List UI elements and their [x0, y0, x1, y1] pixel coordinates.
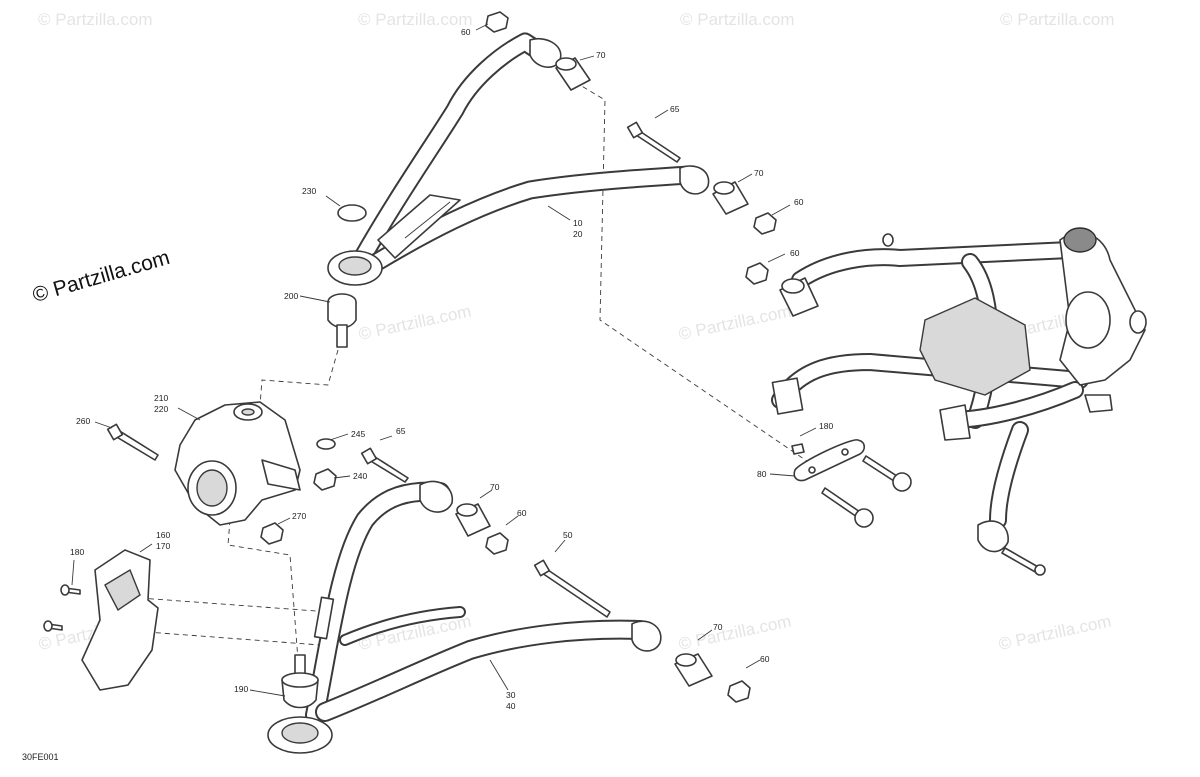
assembly-guide-lines: [119, 81, 821, 661]
callout-220: 220: [154, 404, 168, 414]
callout-180: 180: [819, 421, 833, 431]
callout-70: 70: [490, 482, 500, 492]
upper-arm-hardware: [327, 11, 777, 348]
watermark: © Partzilla.com: [358, 10, 473, 29]
link-plate: [791, 439, 912, 528]
nut-icon: [313, 468, 337, 491]
rivet-icon: [791, 443, 805, 455]
nut-icon: [485, 11, 509, 33]
watermark: © Partzilla.com: [997, 612, 1113, 654]
watermark: © Partzilla.com: [38, 10, 153, 29]
callout-270: 270: [292, 511, 306, 521]
callout-60: 60: [790, 248, 800, 258]
callout-240: 240: [353, 471, 367, 481]
callout-65: 65: [396, 426, 406, 436]
lower-a-arm: [267, 480, 662, 754]
callout-160: 160: [156, 530, 170, 540]
callout-60: 60: [517, 508, 527, 518]
callout-60: 60: [794, 197, 804, 207]
watermark: © Partzilla.com: [680, 10, 795, 29]
callout-200: 200: [284, 291, 298, 301]
watermark: © Partzilla.com: [1000, 10, 1115, 29]
watermark: © Partzilla.com: [677, 612, 793, 654]
nut-icon: [485, 532, 509, 555]
watermark: © Partzilla.com: [357, 302, 473, 344]
callout-70: 70: [713, 622, 723, 632]
callout-180: 180: [70, 547, 84, 557]
knuckle-hardware: [106, 423, 409, 545]
callout-170: 170: [156, 541, 170, 551]
leader-lines: [71, 23, 817, 697]
nut-icon: [753, 212, 777, 235]
bolt-icon: [821, 487, 861, 518]
callout-70: 70: [596, 50, 606, 60]
bolt-icon: [541, 567, 611, 618]
callout-labels: 60 70 65 70 60 230 10 20 200 60 210 220 …: [70, 27, 833, 711]
washer-icon: [316, 438, 336, 450]
steering-knuckle: [174, 401, 301, 526]
callout-20: 20: [573, 229, 583, 239]
diagram-code: 30FE001: [22, 752, 59, 762]
callout-10: 10: [573, 218, 583, 228]
nut-icon: [260, 522, 284, 545]
upper-a-arm: [327, 32, 710, 286]
skid-plate: [43, 549, 159, 691]
callout-65: 65: [670, 104, 680, 114]
callout-80: 80: [757, 469, 767, 479]
callout-40: 40: [506, 701, 516, 711]
callout-60: 60: [760, 654, 770, 664]
callout-245: 245: [351, 429, 365, 439]
nut-icon: [727, 680, 751, 703]
ball-joint-icon: [281, 654, 319, 709]
lower-arm-hardware: [281, 503, 751, 709]
callout-60: 60: [461, 27, 471, 37]
nut-icon: [745, 262, 769, 285]
snap-ring-icon: [337, 204, 367, 222]
callout-260: 260: [76, 416, 90, 426]
callout-30: 30: [506, 690, 516, 700]
callout-50: 50: [563, 530, 573, 540]
callout-230: 230: [302, 186, 316, 196]
ball-joint-icon: [327, 293, 357, 348]
assembled-suspension-view: [745, 227, 1147, 576]
watermark: © Partzilla.com: [677, 302, 793, 344]
callout-70: 70: [754, 168, 764, 178]
callout-210: 210: [154, 393, 168, 403]
callout-190: 190: [234, 684, 248, 694]
bolt-icon: [635, 129, 681, 163]
